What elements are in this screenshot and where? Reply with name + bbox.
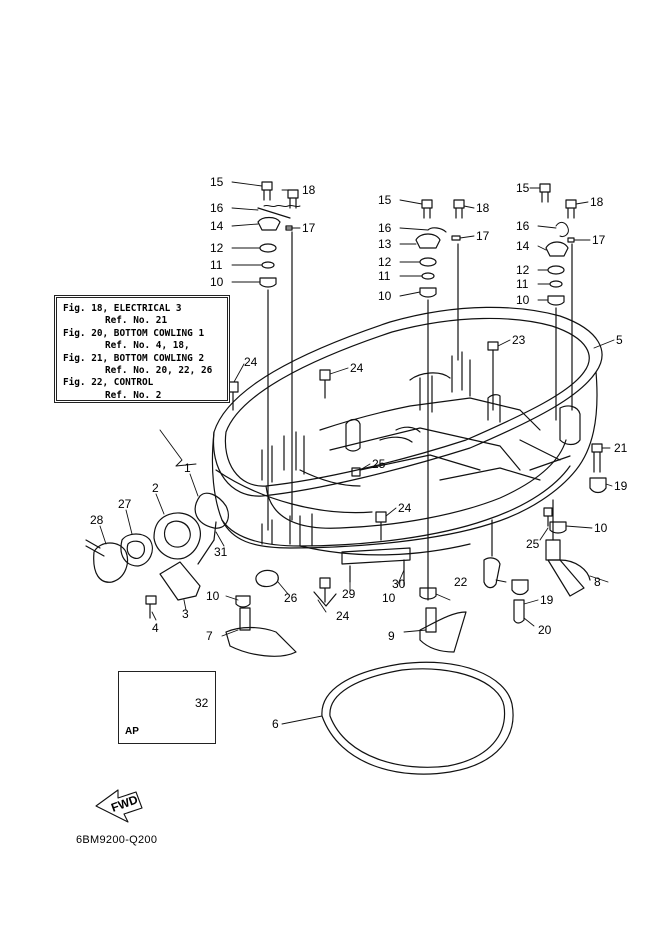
- callout-21: 21: [614, 441, 628, 455]
- small-parts: [85, 341, 607, 657]
- callout-18: 18: [302, 183, 316, 197]
- callout-12: 12: [378, 255, 392, 269]
- ref-line: Ref. No. 2: [105, 389, 162, 401]
- callout-1: 1: [184, 461, 191, 475]
- callout-2: 2: [152, 481, 159, 495]
- callout-31: 31: [214, 545, 228, 559]
- callout-27: 27: [118, 497, 132, 511]
- callout-14: 14: [210, 219, 224, 233]
- callout-30: 30: [392, 577, 406, 591]
- fwd-label: FWD: [109, 792, 140, 815]
- callout-5: 5: [616, 333, 623, 347]
- callout-12: 12: [210, 241, 224, 255]
- callout-17: 17: [592, 233, 606, 247]
- callout-20: 20: [538, 623, 552, 637]
- ref-line: Fig. 18, ELECTRICAL 3: [63, 303, 182, 314]
- callout-4: 4: [152, 621, 159, 635]
- callout-10: 10: [516, 293, 530, 307]
- callout-29: 29: [342, 587, 356, 601]
- callout-11: 11: [516, 277, 529, 291]
- callout-16: 16: [378, 221, 392, 235]
- callout-17: 17: [476, 229, 490, 243]
- callout-28: 28: [90, 513, 104, 527]
- callout-10: 10: [594, 521, 608, 535]
- callout-10: 10: [210, 275, 224, 289]
- callout-32: 32: [195, 696, 209, 710]
- callout-16: 16: [516, 219, 530, 233]
- callout-23: 23: [512, 333, 526, 347]
- callout-15: 15: [516, 181, 530, 195]
- callout-24: 24: [398, 501, 412, 515]
- callout-19: 19: [614, 479, 628, 493]
- ap-inset-box: 32 AP: [118, 671, 216, 744]
- callout-12: 12: [516, 263, 530, 277]
- callout-10: 10: [206, 589, 220, 603]
- hardware-stack-right: [539, 183, 577, 421]
- callout-24: 24: [244, 355, 258, 369]
- hardware-stack-middle: [415, 199, 465, 601]
- ref-line: Fig. 22, CONTROL: [63, 377, 154, 389]
- callout-3: 3: [182, 607, 189, 621]
- callout-24: 24: [350, 361, 364, 375]
- callout-26: 26: [284, 591, 298, 605]
- callout-18: 18: [590, 195, 604, 209]
- callout-8: 8: [594, 575, 601, 589]
- ref-line: Ref. No. 21: [105, 315, 168, 327]
- callout-16: 16: [210, 201, 224, 215]
- callout-10: 10: [382, 591, 396, 605]
- callout-14: 14: [516, 239, 530, 253]
- hardware-stack-left: [257, 181, 301, 531]
- callout-7: 7: [206, 629, 213, 643]
- callout-25: 25: [526, 537, 540, 551]
- seal-ring: [321, 661, 514, 775]
- callout-24: 24: [336, 609, 350, 623]
- diagram-code: 6BM9200-Q200: [76, 834, 158, 846]
- callout-15: 15: [378, 193, 392, 207]
- fwd-arrow-icon: [95, 789, 143, 823]
- callout-6: 6: [272, 717, 279, 731]
- callout-13: 13: [378, 237, 392, 251]
- bottom-cowling: [194, 306, 603, 565]
- callout-numbers: 15 18 16 17 14 12 11 10 15 18 16 17 13 1…: [90, 175, 628, 731]
- callout-18: 18: [476, 201, 490, 215]
- callout-10: 10: [378, 289, 392, 303]
- callout-22: 22: [454, 575, 468, 589]
- ref-line: Fig. 21, BOTTOM COWLING 2: [63, 352, 205, 364]
- callout-19: 19: [540, 593, 554, 607]
- ap-label: AP: [125, 726, 139, 737]
- ref-line: Ref. No. 20, 22, 26: [105, 365, 213, 377]
- ap-fitting-callout: 32: [195, 696, 209, 710]
- callout-11: 11: [378, 269, 391, 283]
- callout-11: 11: [210, 258, 223, 272]
- callout-15: 15: [210, 175, 224, 189]
- ref-line: Fig. 20, BOTTOM COWLING 1: [63, 327, 205, 339]
- ref-line: Ref. No. 4, 18,: [105, 340, 190, 352]
- callout-17: 17: [302, 221, 316, 235]
- callout-25: 25: [372, 457, 386, 471]
- leader-lines: [99, 181, 615, 725]
- callout-9: 9: [388, 629, 395, 643]
